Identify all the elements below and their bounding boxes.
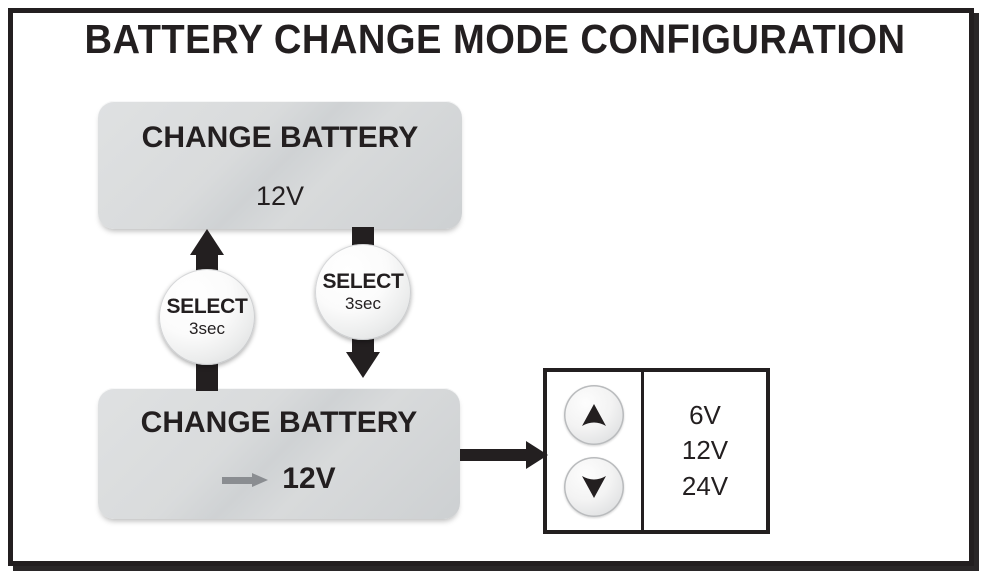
select-button-down[interactable]: SELECT 3sec	[315, 244, 411, 340]
voltage-option-12v[interactable]: 12V	[681, 435, 729, 466]
select-up-duration: 3sec	[189, 318, 225, 338]
keypad-buttons-column	[547, 372, 644, 530]
select-button-up[interactable]: SELECT 3sec	[159, 269, 255, 365]
display-bottom-selected-value: 12V	[282, 462, 336, 495]
voltage-options-list: 6V 12V 24V	[644, 372, 766, 530]
select-down-duration: 3sec	[345, 293, 381, 313]
display-bottom-line1: CHANGE BATTERY	[140, 406, 418, 439]
display-panel-top: CHANGE BATTERY 12V	[98, 101, 462, 229]
keypad-box: 6V 12V 24V	[543, 368, 770, 534]
page-title: BATTERY CHANGE MODE CONFIGURATION	[84, 16, 906, 62]
display-bottom-selection-row: 12V	[98, 462, 460, 496]
arrow-up-icon	[582, 403, 606, 426]
arrow-right-icon	[526, 441, 548, 469]
connector-stem-up-lower	[196, 357, 218, 391]
keypad-up-button[interactable]	[564, 384, 624, 445]
arrow-up-icon	[190, 229, 224, 255]
arrow-down-icon	[582, 476, 606, 499]
connector-stem-right	[460, 449, 530, 461]
gray-right-arrow-icon	[222, 472, 269, 487]
voltage-option-24v[interactable]: 24V	[681, 470, 729, 501]
voltage-option-6v[interactable]: 6V	[689, 400, 721, 431]
select-up-label: SELECT	[166, 294, 248, 318]
keypad-down-button[interactable]	[564, 457, 624, 518]
display-panel-bottom: CHANGE BATTERY 12V	[98, 388, 460, 519]
select-down-label: SELECT	[322, 269, 404, 293]
arrow-down-icon	[346, 352, 380, 378]
display-top-line2: 12V	[255, 181, 305, 211]
display-top-line1: CHANGE BATTERY	[141, 121, 419, 154]
